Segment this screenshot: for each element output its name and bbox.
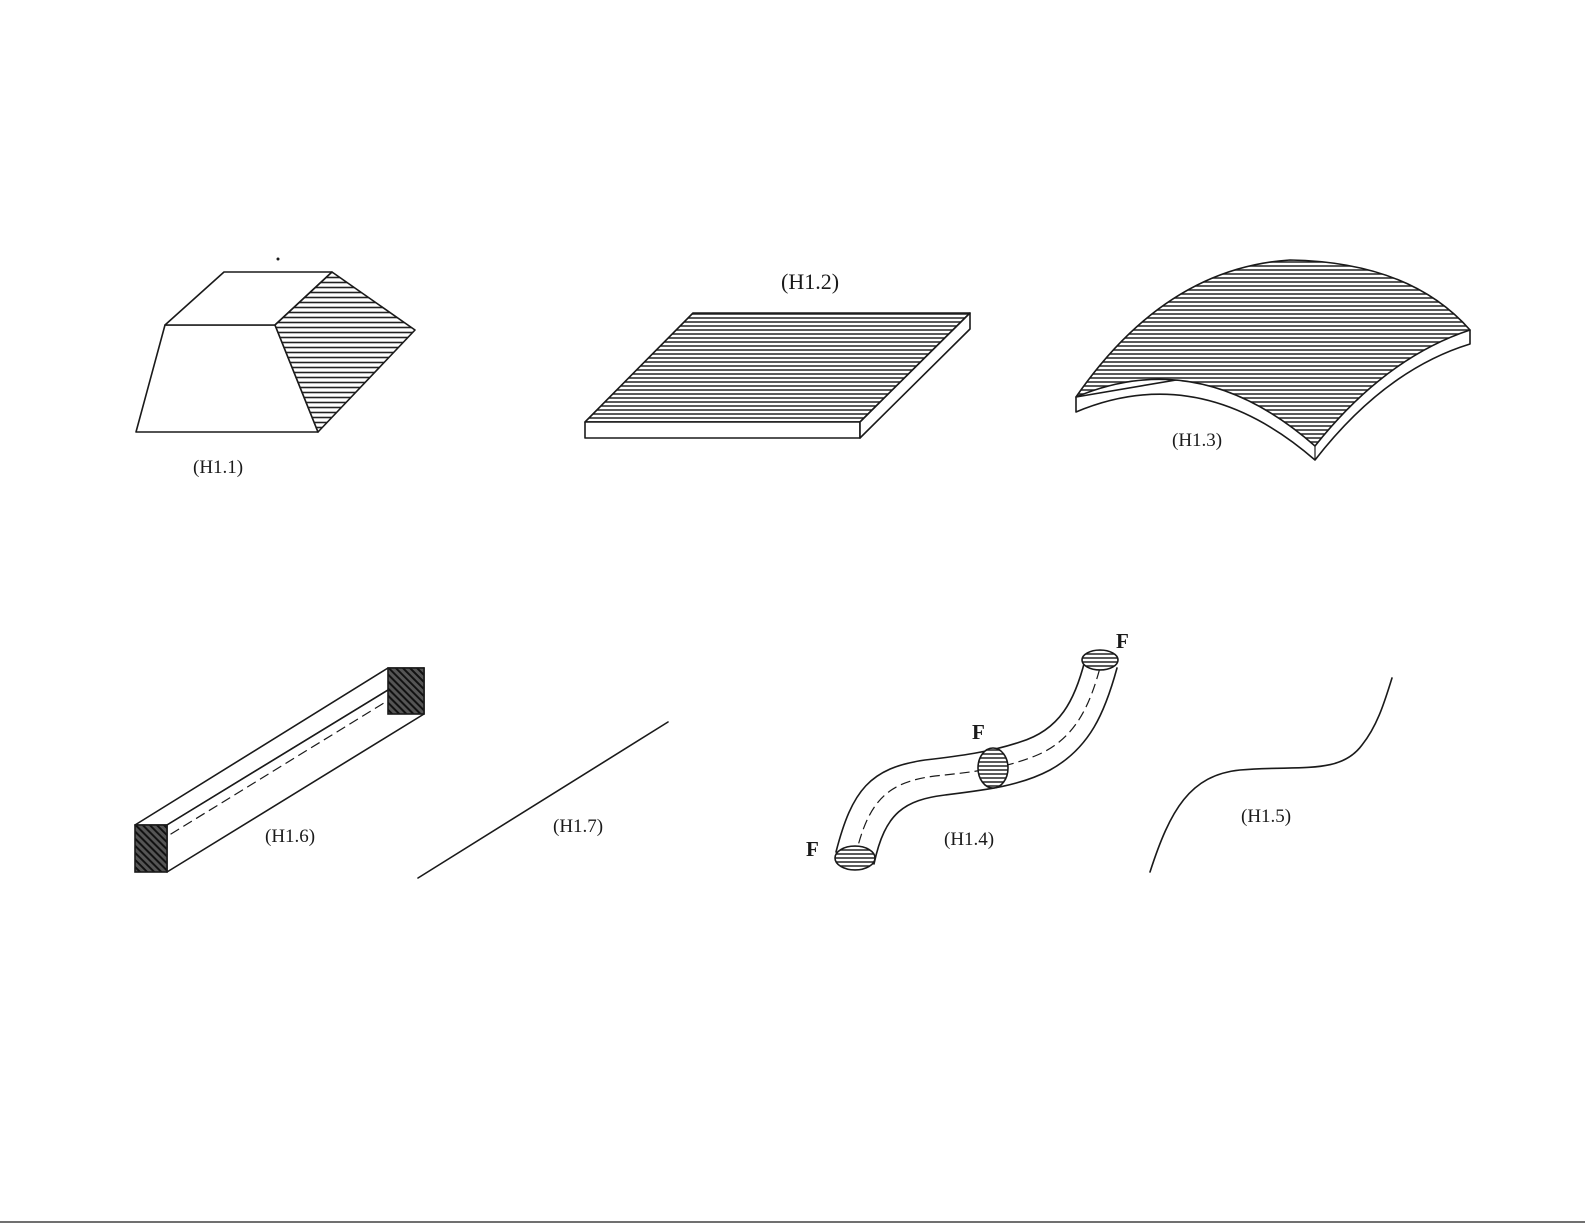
plate-top-face-hatched bbox=[585, 313, 970, 422]
bar-end-section-left bbox=[135, 825, 167, 872]
figure-h1-4-curved-tube: F F F (H1.4) bbox=[806, 629, 1129, 870]
label-h1-1: (H1.1) bbox=[193, 457, 243, 478]
label-h1-7: (H1.7) bbox=[553, 816, 603, 837]
label-h1-5: (H1.5) bbox=[1241, 806, 1291, 827]
tube-end-label-start: F bbox=[806, 837, 819, 861]
figure-h1-6-square-bar: (H1.6) bbox=[135, 668, 424, 872]
bar-end-section-right bbox=[388, 668, 424, 714]
tube-end-label-middle: F bbox=[972, 720, 985, 744]
curve-line bbox=[1150, 678, 1392, 872]
straight-line bbox=[418, 722, 668, 878]
tube-section-end bbox=[1082, 650, 1118, 670]
figure-h1-5-curve: (H1.5) bbox=[1150, 678, 1392, 872]
label-h1-2: (H1.2) bbox=[781, 269, 839, 294]
figure-h1-2-flat-plate: (H1.2) bbox=[585, 269, 970, 438]
figure-h1-7-line: (H1.7) bbox=[418, 722, 668, 878]
label-h1-4: (H1.4) bbox=[944, 829, 994, 850]
figure-h1-1-solid: (H1.1) bbox=[136, 258, 415, 479]
plate-front-edge bbox=[585, 422, 860, 438]
tube-section-start bbox=[835, 846, 875, 870]
label-h1-6: (H1.6) bbox=[265, 826, 315, 847]
label-h1-3: (H1.3) bbox=[1172, 430, 1222, 451]
tube-section-middle bbox=[978, 748, 1008, 788]
figure-h1-3-curved-shell: (H1.3) bbox=[1076, 260, 1470, 460]
tube-upper-outline bbox=[836, 660, 1085, 852]
tube-end-label-end: F bbox=[1116, 629, 1129, 653]
